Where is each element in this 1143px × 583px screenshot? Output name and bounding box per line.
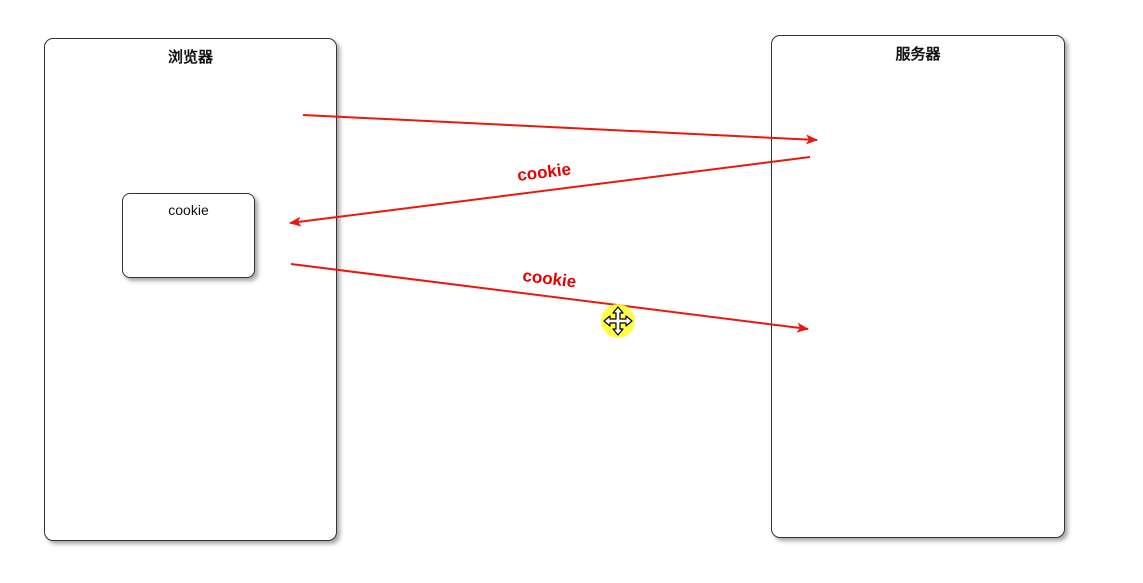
- cookie-store-box: cookie: [122, 193, 255, 278]
- response-cookie-arrow: [289, 156, 811, 227]
- server-box: 服务器: [771, 35, 1065, 538]
- request-cookie-label: cookie: [522, 266, 578, 291]
- browser-box: 浏览器: [44, 38, 337, 541]
- response-cookie-label: cookie: [516, 160, 572, 185]
- move-cursor-icon: [601, 304, 635, 338]
- server-title: 服务器: [895, 45, 941, 63]
- request-cookie-arrow: [290, 263, 809, 333]
- request-arrow: [302, 114, 818, 145]
- cookie-store-label: cookie: [168, 202, 209, 218]
- browser-title: 浏览器: [167, 48, 213, 66]
